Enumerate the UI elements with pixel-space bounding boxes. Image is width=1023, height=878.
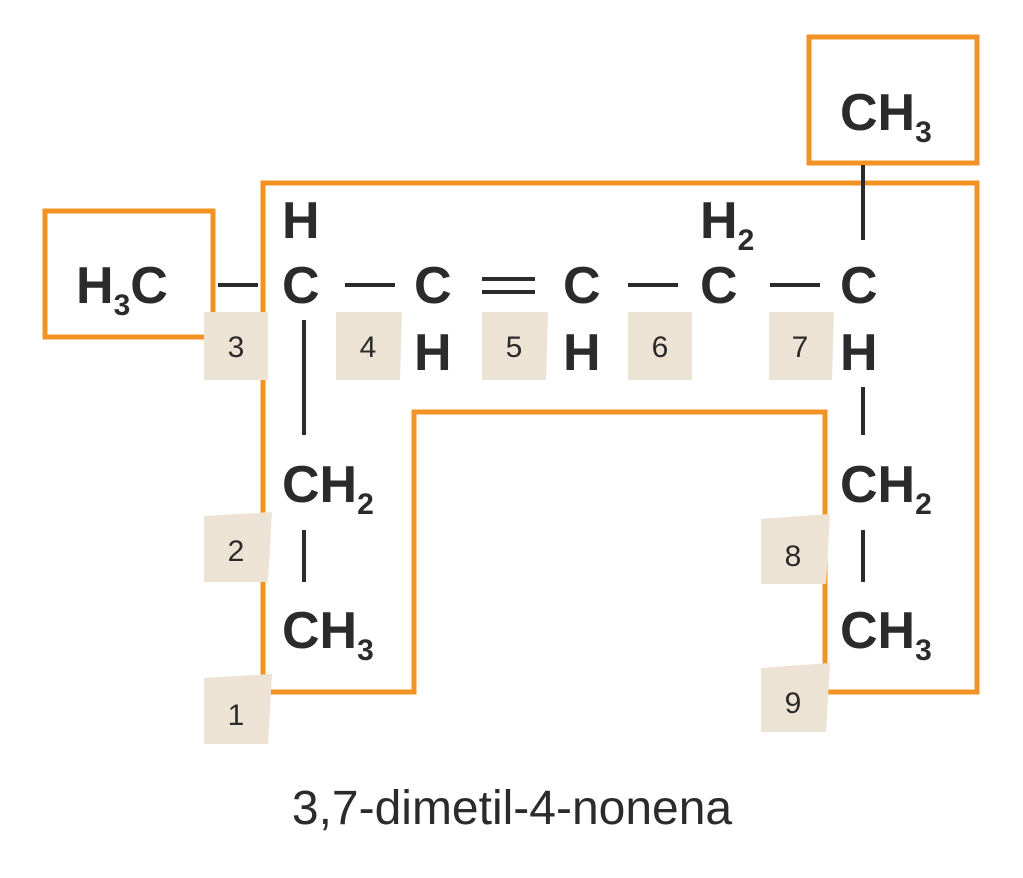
atom-c8: CH2 <box>840 456 932 521</box>
chain-number-tag-5: 5 <box>482 312 548 380</box>
chain-number-tag-7: 7 <box>769 312 834 380</box>
atom-c3: C <box>282 257 320 315</box>
svg-text:1: 1 <box>228 699 245 732</box>
compound-name: 3,7-dimetil-4-nonena <box>292 782 733 835</box>
atom-c9: CH3 <box>840 602 932 667</box>
svg-text:3: 3 <box>228 331 245 364</box>
chain-number-tag-9: 9 <box>761 663 830 732</box>
chain-number-tag-3: 3 <box>204 312 268 380</box>
svg-text:5: 5 <box>506 331 523 364</box>
atom-c6-h2: H2 <box>700 192 754 257</box>
svg-text:6: 6 <box>652 331 669 364</box>
chain-number-tag-8: 8 <box>761 514 830 584</box>
atom-c7-h: H <box>840 324 878 382</box>
svg-text:7: 7 <box>792 331 809 364</box>
chain-number-tag-4: 4 <box>336 312 402 380</box>
svg-text:2: 2 <box>228 535 245 568</box>
atom-c4: C <box>414 257 452 315</box>
methyl-box-left <box>42 208 216 340</box>
atom-c5: C <box>563 257 601 315</box>
svg-text:8: 8 <box>785 540 802 573</box>
main-chain-outline <box>260 180 980 695</box>
chain-number-tag-6: 6 <box>628 312 692 380</box>
chain-number-tag-2: 2 <box>204 512 272 582</box>
atom-c7: C <box>840 257 878 315</box>
svg-text:4: 4 <box>360 331 377 364</box>
atom-c2: CH2 <box>282 456 374 521</box>
atom-c1: CH3 <box>282 602 374 667</box>
atom-h3c-left: H3C <box>76 257 168 322</box>
svg-text:9: 9 <box>785 687 802 720</box>
atom-c4-h: H <box>414 324 452 382</box>
atom-ch3-top: CH3 <box>840 84 932 149</box>
methyl-box-top <box>806 34 980 166</box>
atom-c5-h: H <box>563 324 601 382</box>
atom-c3-h: H <box>282 192 320 250</box>
chain-number-tag-1: 1 <box>204 674 272 744</box>
atom-c6: C <box>700 257 738 315</box>
